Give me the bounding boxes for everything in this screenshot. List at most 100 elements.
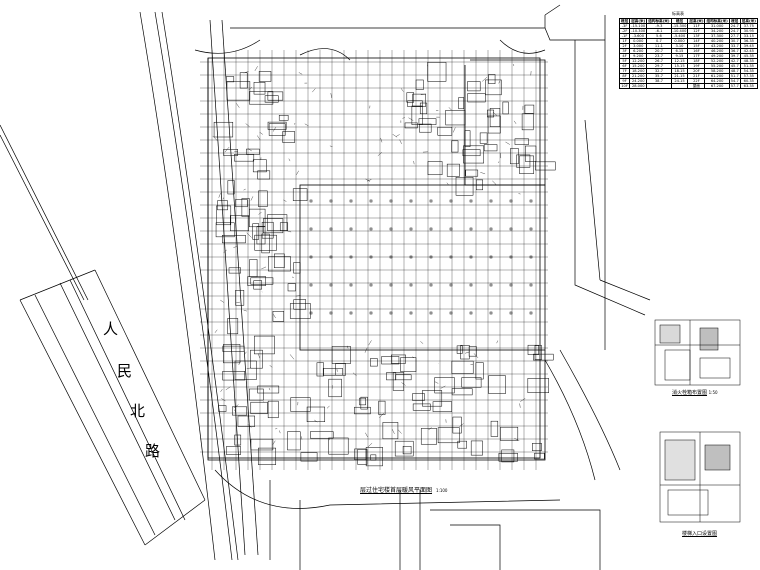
drawing-line (480, 172, 486, 175)
drawing-line (220, 299, 225, 303)
elevation-cell: 39.7 (728, 53, 741, 59)
room (437, 427, 460, 444)
room (349, 227, 353, 231)
room (249, 91, 274, 105)
elevation-table: 楼层层高(米)结构标高(米)楼层层高(米)结构标高(米)楼层层高(米) -3F-… (618, 18, 758, 89)
inset-stair-entrance-detail (659, 431, 741, 523)
drawing-line (272, 127, 277, 132)
room (258, 190, 268, 207)
drawing-line (243, 351, 247, 355)
room (389, 227, 393, 231)
drawing-line (347, 345, 349, 349)
drawing-line (222, 197, 224, 200)
room (464, 130, 471, 147)
building-footprint (207, 57, 546, 461)
room (258, 71, 272, 82)
inset-fire-hydrant-detail (654, 319, 741, 386)
elevation-cell: 63.35 (739, 83, 758, 89)
drawing-line (243, 188, 246, 191)
drawing-line (352, 372, 357, 376)
room (227, 318, 239, 335)
room (309, 283, 313, 287)
room (434, 377, 455, 394)
room (451, 388, 473, 396)
room (254, 234, 277, 251)
room (252, 223, 260, 240)
room (230, 215, 249, 232)
room (232, 406, 248, 416)
room (267, 121, 287, 130)
room (328, 437, 349, 455)
drawing-line (220, 389, 223, 392)
drawing-line (392, 134, 398, 138)
room-partitions (213, 62, 556, 467)
room (357, 449, 368, 465)
drawing-line (279, 430, 281, 434)
room (418, 118, 437, 125)
room (489, 311, 493, 315)
drawing-line (519, 403, 521, 408)
drawing-line (243, 309, 247, 312)
drawing-line (234, 409, 237, 413)
road-label-char-3: 北 (130, 402, 146, 420)
detail-hatching (212, 63, 532, 448)
room (449, 255, 453, 259)
room (389, 283, 393, 287)
room (252, 159, 267, 173)
room (228, 267, 241, 274)
drawing-line (365, 432, 368, 438)
room (449, 227, 453, 231)
room (369, 227, 373, 231)
room (516, 154, 531, 168)
room (529, 283, 533, 287)
room (529, 311, 533, 315)
room (257, 385, 280, 394)
room (369, 255, 373, 259)
drawing-line (243, 71, 249, 74)
drawing-line (408, 117, 414, 121)
room (412, 93, 426, 107)
drawing-line (330, 93, 332, 98)
elevation-cell: 12.200 (629, 58, 648, 64)
drawing-line (238, 360, 241, 366)
drawing-line (268, 387, 271, 391)
elevation-cell: 51.7 (728, 73, 741, 79)
room (392, 372, 405, 391)
room (254, 335, 275, 355)
drawing-line (247, 424, 252, 428)
room (234, 360, 257, 380)
room (500, 426, 519, 441)
drawing-line (223, 249, 227, 254)
room (292, 188, 308, 201)
inset1-title-text: 消火栓箱布置图 (672, 390, 708, 396)
room (360, 396, 368, 410)
room (349, 255, 353, 259)
room (223, 149, 238, 156)
room (432, 401, 452, 412)
room (309, 255, 313, 259)
room (529, 227, 533, 231)
room (322, 368, 343, 376)
room (420, 428, 437, 445)
room (488, 375, 506, 394)
elevation-cell: 30.7 (728, 38, 741, 44)
room (247, 276, 266, 286)
drawing-line (224, 146, 230, 153)
drawing-line (248, 86, 253, 90)
room (427, 62, 447, 82)
room (226, 76, 235, 83)
drawing-line (236, 301, 240, 304)
drawing-line (482, 77, 488, 82)
drawing-line (453, 127, 456, 133)
drawing-line (263, 401, 265, 403)
elevation-cell: 28.000 (629, 83, 648, 89)
room (451, 140, 459, 153)
room (290, 397, 311, 412)
room (386, 372, 397, 381)
room (370, 358, 378, 367)
elevation-header-cell: 结构标高(米) (646, 18, 672, 24)
elevation-table-header: 楼层层高(米)结构标高(米)楼层层高(米)结构标高(米)楼层层高(米) (618, 18, 758, 24)
drawing-line (428, 427, 432, 431)
room (215, 222, 235, 238)
